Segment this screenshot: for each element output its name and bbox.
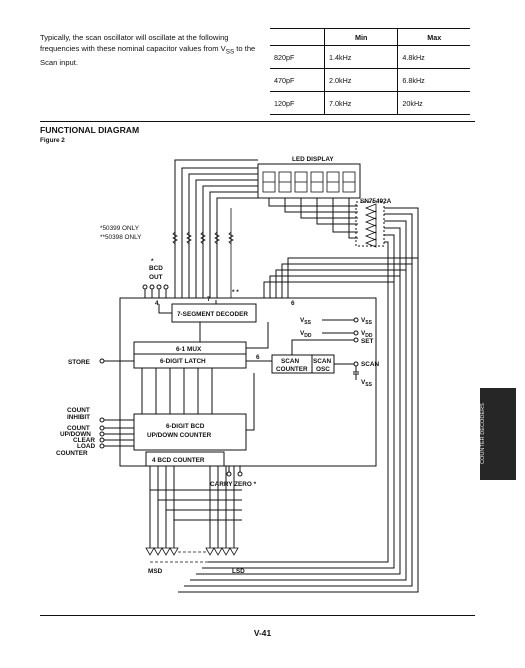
vdd-pin-label: VDD <box>361 330 373 339</box>
table-cell: 1.4kHz <box>323 45 398 69</box>
scan-counter-label-2: COUNTER <box>276 366 308 373</box>
intro-vss-subscript: SS <box>225 48 235 56</box>
intro-text-2: to the Scan input. <box>40 43 256 67</box>
table-cell: 6.8kHz <box>397 68 470 92</box>
intro-text-1: Typically, the scan oscillator will osci… <box>40 33 229 53</box>
double-star-label: * * <box>232 289 239 296</box>
table-header-row: Min Max <box>270 28 470 46</box>
bcd-counter-label-1: 6-DIGIT BCD <box>166 423 205 430</box>
section-thumb-tab-label: COUNTER DECODERS <box>480 403 486 465</box>
count-inhibit-label-1: COUNT <box>67 407 90 414</box>
count-inhibit-label-2: INHIBIT <box>67 414 90 421</box>
scan-osc-label-2: OSC <box>316 366 330 373</box>
mux-feedback <box>246 322 269 349</box>
carry-zero-lines <box>228 466 241 472</box>
digit-output-lines <box>149 466 242 548</box>
table-cell: 7.0kHz <box>323 91 398 115</box>
four-bcd-counter-block <box>145 451 225 467</box>
latch-label: 6-DIGIT LATCH <box>160 358 206 365</box>
note-50399: *50399 ONLY <box>100 225 140 232</box>
main-chip-outline <box>119 297 377 467</box>
frequency-table: Min Max 820pF 1.4kHz 4.8kHz 470pF 2.0kHz… <box>270 28 470 115</box>
table-row: 120pF 7.0kHz 20kHz <box>270 91 470 115</box>
bcd-label: BCD <box>149 265 163 272</box>
scan-osc-label-1: SCAN <box>313 358 331 365</box>
table-header-cell: Min <box>323 28 398 46</box>
latch-counter-lines <box>141 368 213 414</box>
driver-ic-label: SN75492A <box>360 198 392 205</box>
supply-pins <box>322 317 359 380</box>
bcd-counter-label-2: UP/DOWN COUNTER <box>147 432 212 439</box>
table-cell: 4.8kHz <box>397 45 470 69</box>
vss-cap-label: VSS <box>361 379 373 388</box>
mux-label: 6-1 MUX <box>176 346 202 353</box>
page-number: V-41 <box>253 628 272 638</box>
section-divider <box>40 121 475 122</box>
led-display-outline <box>257 163 361 199</box>
driver-buffers <box>364 203 377 248</box>
table-row: 820pF 1.4kHz 4.8kHz <box>270 45 470 69</box>
scan-pin-label: SCAN <box>361 361 379 368</box>
set-link <box>291 339 354 355</box>
table-header-cell: Max <box>397 28 470 46</box>
resistor-network <box>172 208 234 298</box>
table-cell: 20kHz <box>397 91 470 115</box>
scan-counter-label-1: SCAN <box>281 358 299 365</box>
section-title: FUNCTIONAL DIAGRAM <box>40 125 140 135</box>
intro-paragraph: Typically, the scan oscillator will osci… <box>40 33 265 68</box>
load-label: LOAD <box>77 443 95 450</box>
seven-segment-decoder-label: 7-SEGMENT DECODER <box>177 311 248 318</box>
counter-pin-label: COUNTER <box>56 450 88 457</box>
footer-rule <box>40 615 475 616</box>
table-cell: 820pF <box>274 52 295 62</box>
counter-control-lines <box>99 417 134 449</box>
vss-internal-label: VSS <box>300 317 312 326</box>
set-pin-label: SET <box>361 338 374 345</box>
led-display-label: LED DISPLAY <box>292 156 334 163</box>
zero-pin <box>237 471 243 477</box>
bus-width-6-top: 6 <box>291 300 295 307</box>
bcd-counter-block <box>133 413 247 451</box>
store-pin <box>99 358 105 364</box>
bcd-out-pins <box>142 284 172 314</box>
four-bcd-counter-label: 4 BCD COUNTER <box>152 457 205 464</box>
table-cell: 470pF <box>274 75 295 85</box>
vdd-internal-label: VDD <box>300 330 312 339</box>
bcd-out-star: * <box>151 258 154 265</box>
table-row: 470pF 2.0kHz 6.8kHz <box>270 68 470 92</box>
digit-drive-lines <box>268 198 358 239</box>
diagram-labels: LED DISPLAY SN75492A *50399 ONLY **50398… <box>56 156 392 575</box>
store-label: STORE <box>68 359 91 366</box>
bus-width-4: 4 <box>155 300 159 307</box>
section-thumb-tab <box>480 388 516 480</box>
segment-bus-lines <box>174 159 258 298</box>
msd-label: MSD <box>148 568 163 575</box>
vss-pin-label: VSS <box>361 317 373 326</box>
clear-label: CLEAR <box>73 437 95 444</box>
figure-label: Figure 2 <box>40 137 65 144</box>
diode-array <box>145 547 239 563</box>
bus-width-7: 7 <box>207 296 211 303</box>
bus-width-6-scan: 6 <box>256 354 260 361</box>
table-cell: 120pF <box>274 98 295 108</box>
digit-select-bus <box>178 207 419 593</box>
count-label: COUNT <box>67 425 90 432</box>
scan-to-counter <box>246 373 255 431</box>
main-output-bus <box>263 257 418 298</box>
out-label: OUT <box>149 274 163 281</box>
carry-zero-label: CARRY ZERO * <box>210 481 257 488</box>
seven-segment-digits <box>262 171 356 193</box>
table-cell: 2.0kHz <box>323 68 398 92</box>
driver-ic-outline <box>355 201 385 247</box>
lsd-label: LSD <box>232 568 245 575</box>
up-down-label: UP/DOWN <box>60 431 91 438</box>
carry-pin <box>226 471 232 477</box>
note-50398: **50398 ONLY <box>100 234 142 241</box>
